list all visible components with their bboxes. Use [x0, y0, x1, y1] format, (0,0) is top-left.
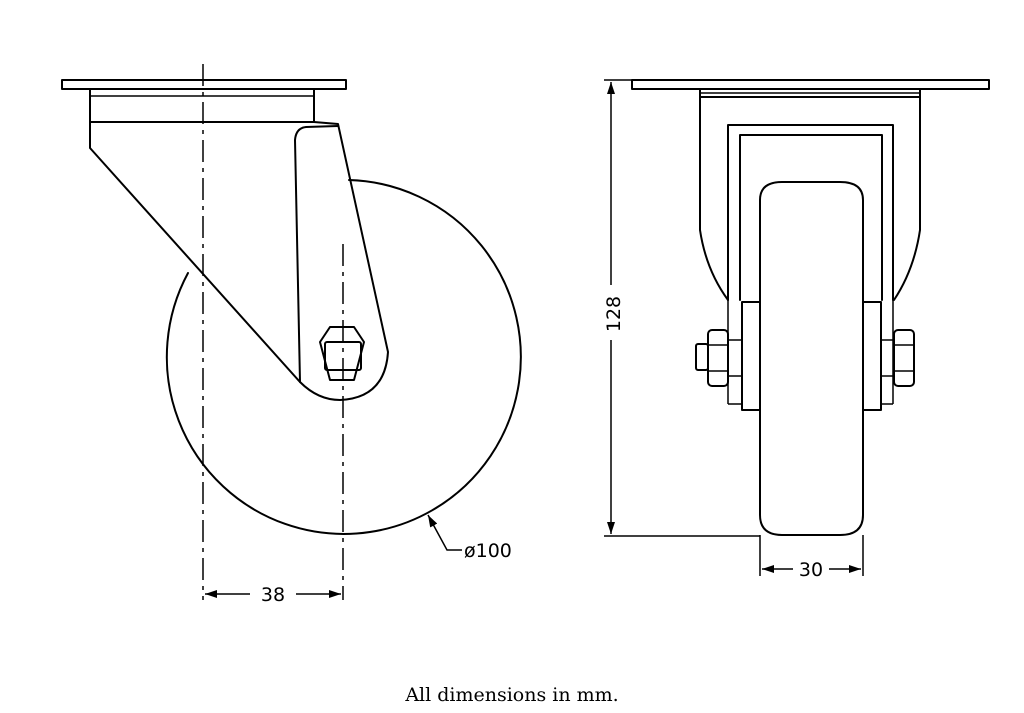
axle-nut-right — [881, 329, 915, 387]
top-plate — [61, 79, 347, 90]
hub-plate-left — [741, 301, 761, 411]
axle-hex-nut — [319, 326, 365, 381]
offset-dimension-label: 38 — [261, 584, 285, 606]
wheel-outline — [165, 179, 522, 535]
width-dimension-label: 30 — [799, 559, 823, 581]
front-wheel — [759, 181, 864, 536]
front-view: 128 30 — [603, 79, 990, 581]
axle-nut-left — [695, 329, 742, 387]
diameter-label: ø100 — [464, 540, 512, 562]
swivel-fork — [89, 121, 389, 401]
front-top-plate — [631, 79, 990, 90]
hub-plate-right — [862, 301, 882, 411]
side-view: 38 ø100 — [61, 64, 522, 606]
footer-note: All dimensions in mm. — [405, 684, 619, 706]
front-fork-outer — [699, 96, 921, 301]
fork-inner-edge — [294, 125, 339, 383]
front-fork-bracket — [727, 124, 894, 301]
height-dimension-label: 128 — [603, 296, 625, 332]
plate-neck — [89, 88, 315, 123]
